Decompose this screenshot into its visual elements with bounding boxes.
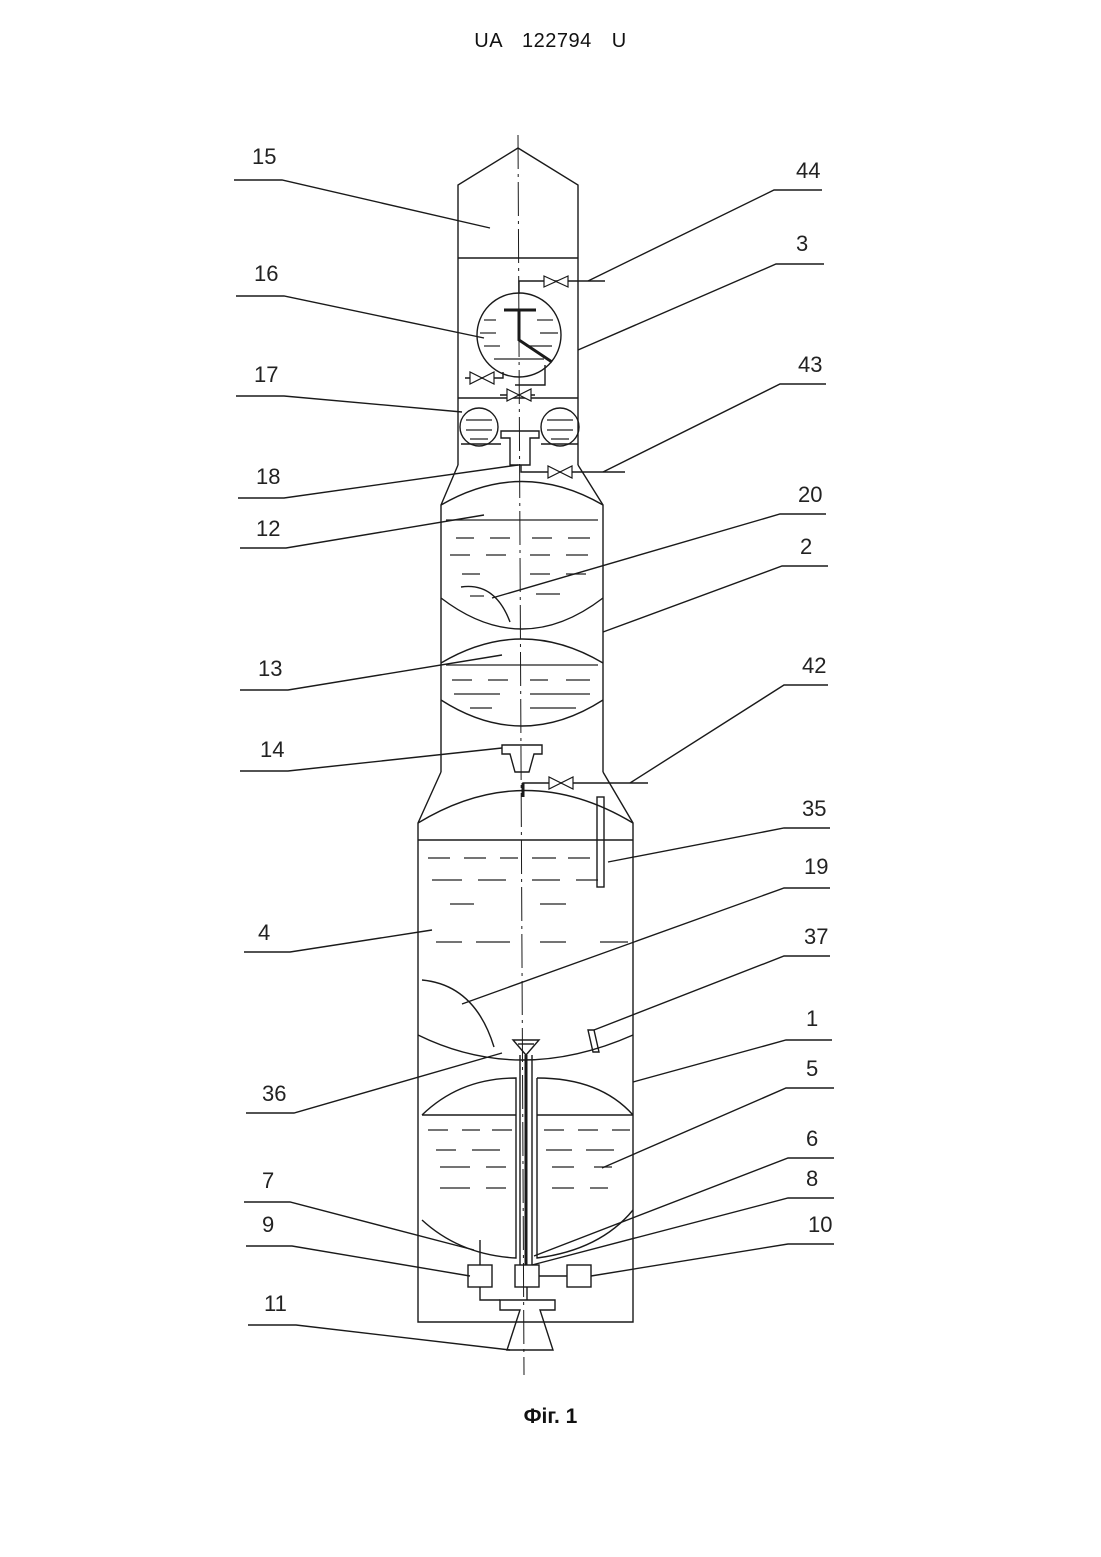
valve-42 (523, 777, 648, 797)
label-10: 10 (808, 1212, 832, 1237)
intake-36 (513, 1040, 539, 1055)
label-1: 1 (806, 1006, 818, 1031)
label-37: 37 (804, 924, 828, 949)
label-15: 15 (252, 144, 276, 169)
valve-43 (521, 465, 625, 478)
label-18: 18 (256, 464, 280, 489)
label-9: 9 (262, 1212, 274, 1237)
figure-caption: Фіг. 1 (0, 1405, 1101, 1429)
units-7-10 (468, 1240, 591, 1300)
label-13: 13 (258, 656, 282, 681)
label-16: 16 (254, 261, 278, 286)
valve-44 (544, 276, 568, 287)
label-17: 17 (254, 362, 278, 387)
labels-right: 44 3 43 20 2 42 35 19 37 1 5 6 8 10 (796, 158, 832, 1237)
label-35: 35 (802, 796, 826, 821)
engine-11 (500, 1300, 555, 1350)
label-14: 14 (260, 737, 284, 762)
label-3: 3 (796, 231, 808, 256)
label-42: 42 (802, 653, 826, 678)
label-11: 11 (264, 1291, 287, 1316)
label-5: 5 (806, 1056, 818, 1081)
engine-14 (502, 745, 542, 772)
label-19: 19 (804, 854, 828, 879)
label-20: 20 (798, 482, 822, 507)
label-4: 4 (258, 920, 270, 945)
label-8: 8 (806, 1166, 818, 1191)
leader-lines (234, 180, 834, 1350)
label-2: 2 (800, 534, 812, 559)
label-43: 43 (798, 352, 822, 377)
sensor-35 (597, 797, 604, 887)
label-6: 6 (806, 1126, 818, 1151)
label-7: 7 (262, 1168, 274, 1193)
valve-16-left (470, 372, 494, 384)
label-36: 36 (262, 1081, 286, 1106)
label-12: 12 (256, 516, 280, 541)
labels-left: 15 16 17 18 12 13 14 4 36 7 9 11 (252, 144, 287, 1316)
central-pipe (520, 1055, 532, 1265)
label-44: 44 (796, 158, 820, 183)
stage-2-body (441, 465, 603, 772)
